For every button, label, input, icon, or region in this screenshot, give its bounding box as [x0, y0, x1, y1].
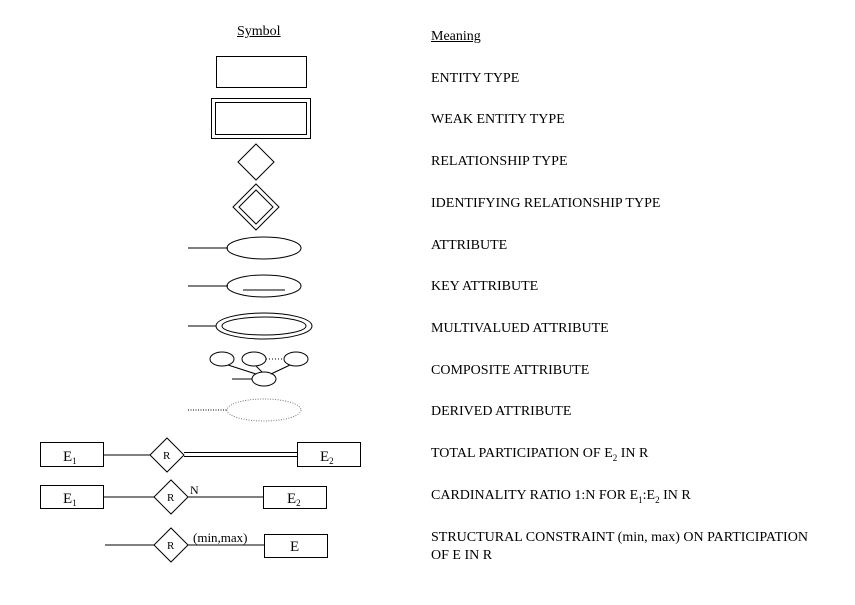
symbol-header: Symbol — [237, 24, 281, 39]
meaning-subscript: 1 — [638, 494, 643, 505]
relationship-r-label: R — [163, 450, 171, 462]
entity-e2-box — [297, 442, 361, 467]
meaning-key-attribute: KEY ATTRIBUTE — [431, 279, 539, 294]
meaning-text: IN R — [659, 488, 691, 503]
meaning-subscript: 2 — [655, 494, 660, 505]
meaning-text: IN R — [617, 446, 649, 461]
identifying-relationship-inner-diamond — [238, 189, 274, 225]
composite-attribute-branch-line — [255, 365, 263, 373]
meaning-cardinality-ratio: CARDINALITY RATIO 1:N FOR E1:E2 IN R — [431, 487, 691, 509]
entity-e2-label: E2 — [287, 491, 301, 508]
meaning-attribute: ATTRIBUTE — [431, 238, 508, 253]
meaning-text: TOTAL PARTICIPATION OF E — [431, 446, 613, 461]
meaning-header: Meaning — [431, 29, 481, 44]
entity-rectangle — [216, 56, 307, 88]
relationship-r-label: R — [167, 540, 175, 552]
meaning-derived-attribute: DERIVED ATTRIBUTE — [431, 404, 572, 419]
weak-entity-inner-rectangle — [215, 102, 307, 135]
composite-attribute-branch-line — [227, 364, 257, 375]
meaning-text: :E — [642, 488, 656, 503]
derived-attribute-dashed-oval — [226, 398, 302, 422]
multivalued-attribute-outer-oval — [215, 312, 313, 340]
meaning-weak-entity-type: WEAK ENTITY TYPE — [431, 112, 565, 127]
entity-e-label: E — [290, 539, 299, 555]
meaning-subscript: 2 — [612, 452, 618, 463]
entity-e2-box — [263, 486, 327, 509]
meaning-text: CARDINALITY RATIO 1:N FOR E — [431, 488, 639, 503]
key-attribute-oval — [226, 274, 302, 298]
meaning-relationship-type: RELATIONSHIP TYPE — [431, 154, 568, 169]
relationship-diamond — [237, 143, 275, 181]
min-max-label: (min,max) — [193, 530, 248, 545]
entity-e-box — [264, 534, 328, 558]
meaning-identifying-relationship-type: IDENTIFYING RELATIONSHIP TYPE — [431, 196, 661, 211]
composite-attribute-child-oval — [209, 351, 235, 367]
weak-entity-outer-rectangle — [211, 98, 311, 139]
meaning-multivalued-attribute: MULTIVALUED ATTRIBUTE — [431, 321, 609, 336]
entity-e2-label: E2 — [320, 449, 334, 466]
meaning-structural-constraint: STRUCTURAL CONSTRAINT (min, max) ON PART… — [431, 529, 808, 565]
composite-attribute-branch-line — [270, 364, 291, 375]
relationship-r-diamond — [153, 527, 189, 563]
composite-attribute-child-oval — [241, 351, 267, 367]
meaning-line-1: STRUCTURAL CONSTRAINT (min, max) ON PART… — [431, 530, 808, 545]
entity-e1-box — [40, 485, 104, 509]
attribute-oval — [226, 236, 302, 260]
entity-e1-label: E1 — [63, 491, 77, 508]
entity-e1-label: E1 — [63, 449, 77, 466]
meaning-composite-attribute: COMPOSITE ATTRIBUTE — [431, 363, 590, 378]
relationship-r-label: R — [167, 492, 175, 504]
entity-e1-box — [40, 442, 104, 467]
composite-attribute-child-oval — [283, 351, 309, 367]
meaning-total-participation: TOTAL PARTICIPATION OF E2 IN R — [431, 445, 648, 467]
identifying-relationship-outer-diamond — [232, 183, 280, 231]
relationship-r-diamond — [153, 479, 189, 515]
multivalued-attribute-inner-oval — [221, 316, 307, 336]
relationship-r-diamond — [149, 437, 185, 473]
meaning-line-2: OF E IN R — [431, 548, 493, 563]
meaning-entity-type: ENTITY TYPE — [431, 71, 520, 86]
cardinality-n-label: N — [190, 483, 199, 497]
